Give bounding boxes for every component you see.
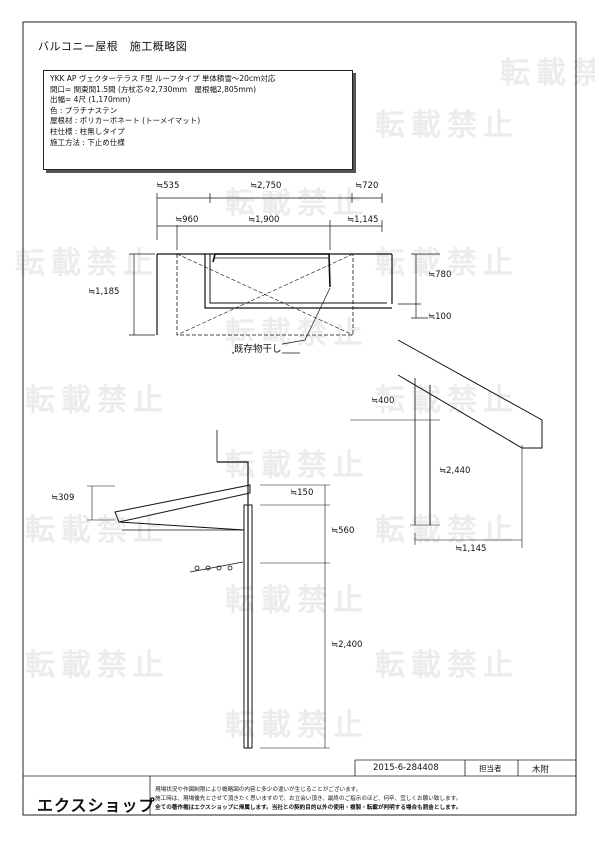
dim-label: ≒400 — [371, 396, 395, 406]
dim-label: ≒560 — [331, 526, 355, 536]
dim-label: ≒2,750 — [250, 181, 282, 191]
dim-label: ≒720 — [355, 181, 379, 191]
spec-line: 出幅= 4尺 (1,170mm) — [50, 95, 131, 105]
spec-line: 柱仕様 : 柱無しタイプ — [50, 126, 125, 136]
footer-frame — [23, 759, 576, 815]
dim-label: ≒1,185 — [88, 287, 120, 297]
dim-label: ≒100 — [428, 312, 452, 322]
side-view-right — [350, 339, 543, 548]
dim-label: ≒960 — [175, 215, 199, 225]
spec-line: 間口= 関東間1.5間 (方杖芯々2,730mm 屋根幅2,805mm) — [50, 84, 256, 94]
notice-line: 全ての著作権はエクスショップに帰属します。当社との契約目的以外の使用・複製・転載… — [155, 805, 462, 811]
person-in-charge-label: 担当者 — [479, 764, 502, 773]
existing-clothesline-label: 既存物干し — [234, 341, 282, 355]
notice-line: 現場状況や作図制限により概略図の内容と多少の違いが生じることがございます。 — [155, 787, 362, 793]
dim-label: ≒2,400 — [331, 640, 363, 650]
dim-label: ≒1,900 — [248, 215, 280, 225]
notice-line: 施工時は、現場優先とさせて頂きたく思いますので、お立会い頂き、最終のご指示のほど… — [155, 796, 462, 802]
dim-label: ≒1,145 — [455, 544, 487, 554]
spec-line: 色 : プラチナステン — [50, 105, 118, 115]
document-number: 2015-6-284408 — [373, 763, 439, 773]
side-view-left — [87, 430, 330, 749]
spec-box: YKK AP ヴェクターテラス F型 ルーフタイプ 単体積雪～20cm対応 間口… — [43, 70, 353, 170]
dim-label: ≒150 — [290, 488, 314, 498]
sheet-border — [22, 21, 577, 816]
dim-label: ≒2,440 — [439, 466, 471, 476]
spec-line: 屋根材 : ポリカーボネート (トーメイマット) — [50, 116, 201, 126]
dim-label: ≒535 — [156, 181, 180, 191]
dim-label: ≒1,145 — [347, 215, 379, 225]
spec-line: YKK AP ヴェクターテラス F型 ルーフタイプ 単体積雪～20cm対応 — [50, 74, 276, 83]
drawing-title: バルコニー屋根 施工概略図 — [38, 40, 188, 53]
dim-label: ≒780 — [428, 270, 452, 280]
shop-logo: エクスショップ — [37, 796, 156, 815]
person-in-charge-name: 木附 — [532, 765, 550, 775]
dim-label: ≒309 — [51, 493, 75, 503]
spec-line: 施工方法 : 下止め仕様 — [50, 137, 125, 147]
plan-view — [156, 253, 393, 354]
